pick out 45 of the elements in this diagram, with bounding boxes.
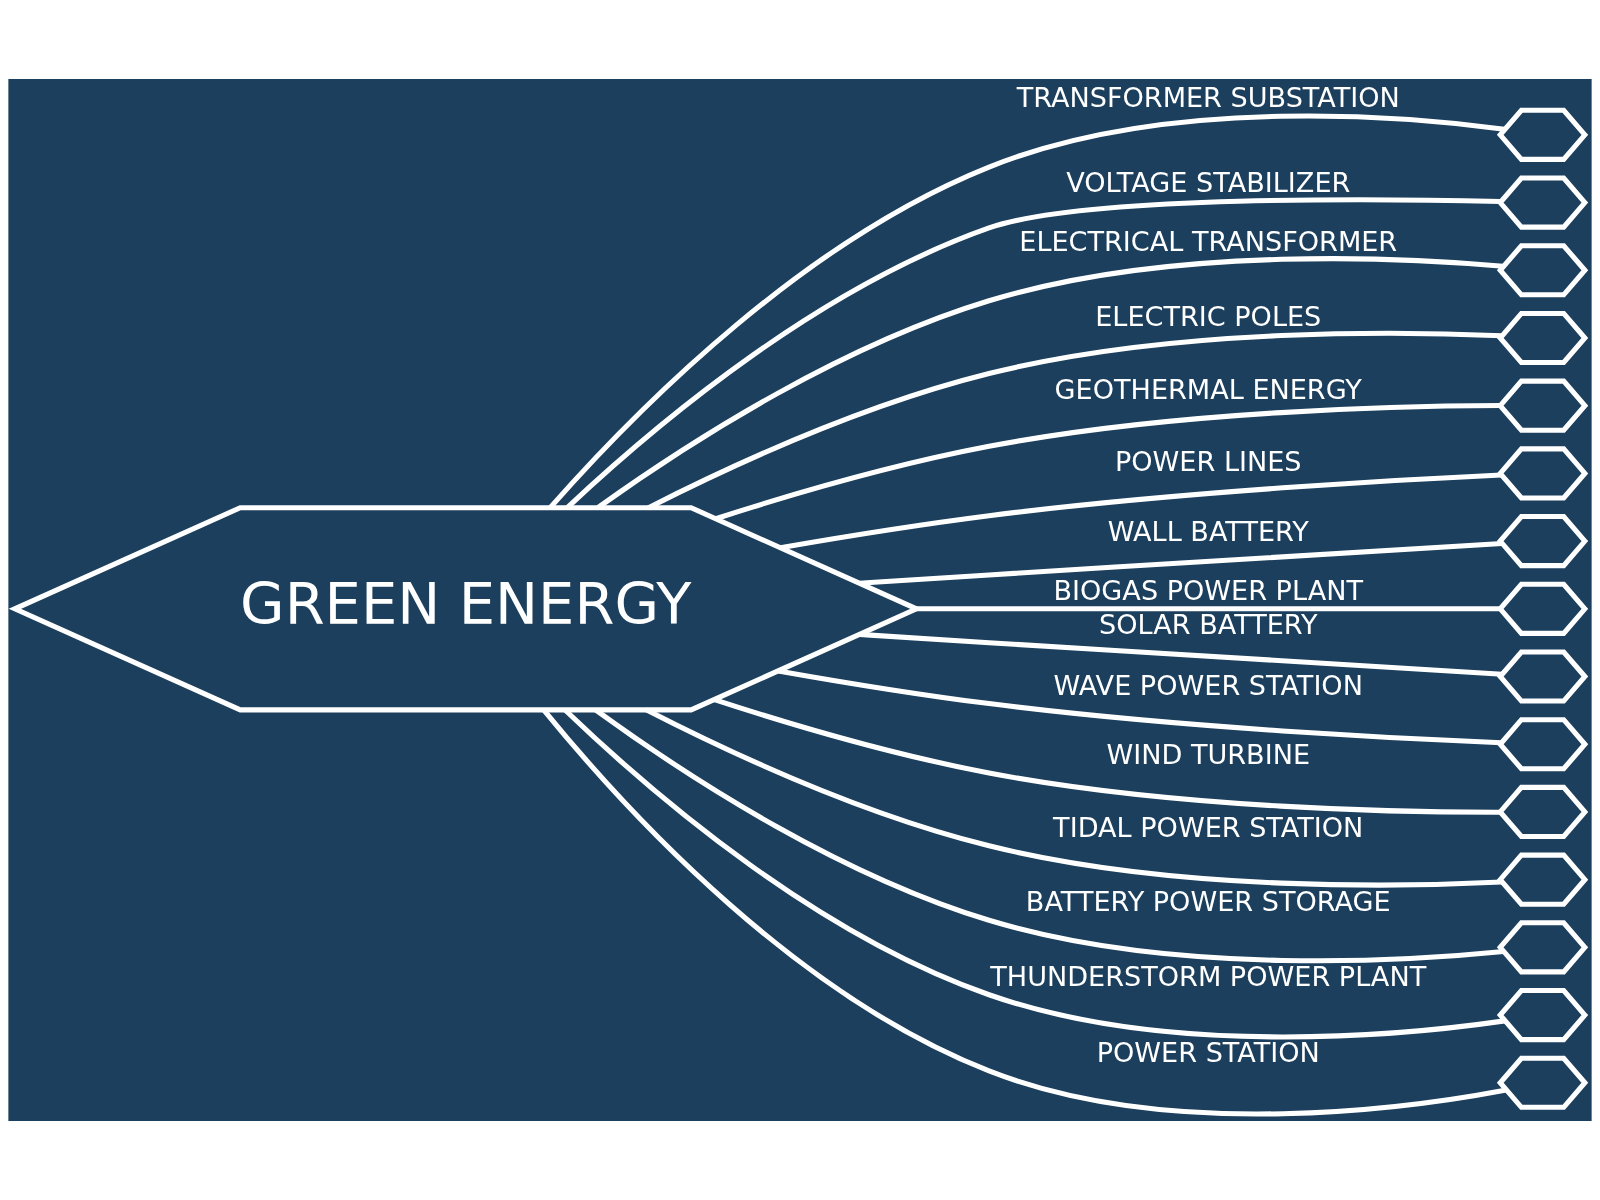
edge-label: BATTERY POWER STORAGE (1025, 886, 1391, 918)
connector (596, 256, 1504, 510)
connector (541, 708, 1507, 1117)
edge-label: ELECTRIC POLES (1095, 300, 1322, 332)
connector (779, 472, 1502, 551)
node-hexagon (1496, 107, 1589, 162)
connector (594, 707, 1504, 964)
edge-label: WIND TURBINE (1106, 739, 1311, 771)
node-hexagon (1496, 446, 1589, 501)
node-hexagon (1496, 378, 1589, 433)
connector (645, 707, 1503, 888)
connector (713, 697, 1501, 815)
connector (859, 631, 1503, 677)
node-hexagon (1496, 784, 1589, 839)
edge-label: POWER STATION (1096, 1037, 1320, 1069)
connector (715, 403, 1501, 522)
connector (916, 606, 1501, 612)
edge-label: TIDAL POWER STATION (1053, 811, 1364, 843)
node-hexagon (1496, 243, 1589, 298)
edge-label: ELECTRICAL TRANSFORMER (1019, 226, 1398, 258)
edge-label: WAVE POWER STATION (1053, 669, 1363, 701)
edge-label: POWER LINES (1114, 446, 1302, 478)
node-hexagon (1496, 514, 1589, 569)
node-hexagon (1496, 581, 1589, 636)
node-hexagon (1496, 649, 1589, 704)
edge-label: THUNDERSTORM POWER PLANT (990, 960, 1427, 992)
edge-label: TRANSFORMER SUBSTATION (1016, 82, 1400, 114)
node-hexagon (1496, 920, 1589, 975)
node-hexagon (1496, 852, 1589, 907)
edge-label: SOLAR BATTERY (1098, 608, 1318, 640)
connector (646, 330, 1503, 511)
node-hexagon (1496, 175, 1589, 230)
connector (777, 668, 1502, 746)
node-hexagon (1496, 1055, 1589, 1110)
connector (565, 197, 1501, 510)
connector (859, 540, 1503, 586)
edge-label: GEOTHERMAL ENERGY (1054, 373, 1362, 405)
connector (548, 113, 1505, 510)
node-hexagon (1496, 717, 1589, 772)
edge-label: WALL BATTERY (1107, 515, 1309, 547)
connector (563, 707, 1505, 1040)
edge-label: BIOGAS POWER PLANT (1053, 575, 1363, 607)
node-hexagon (1496, 987, 1589, 1043)
edge-label: VOLTAGE STABILIZER (1066, 167, 1351, 199)
node-hexagon (1496, 310, 1589, 366)
